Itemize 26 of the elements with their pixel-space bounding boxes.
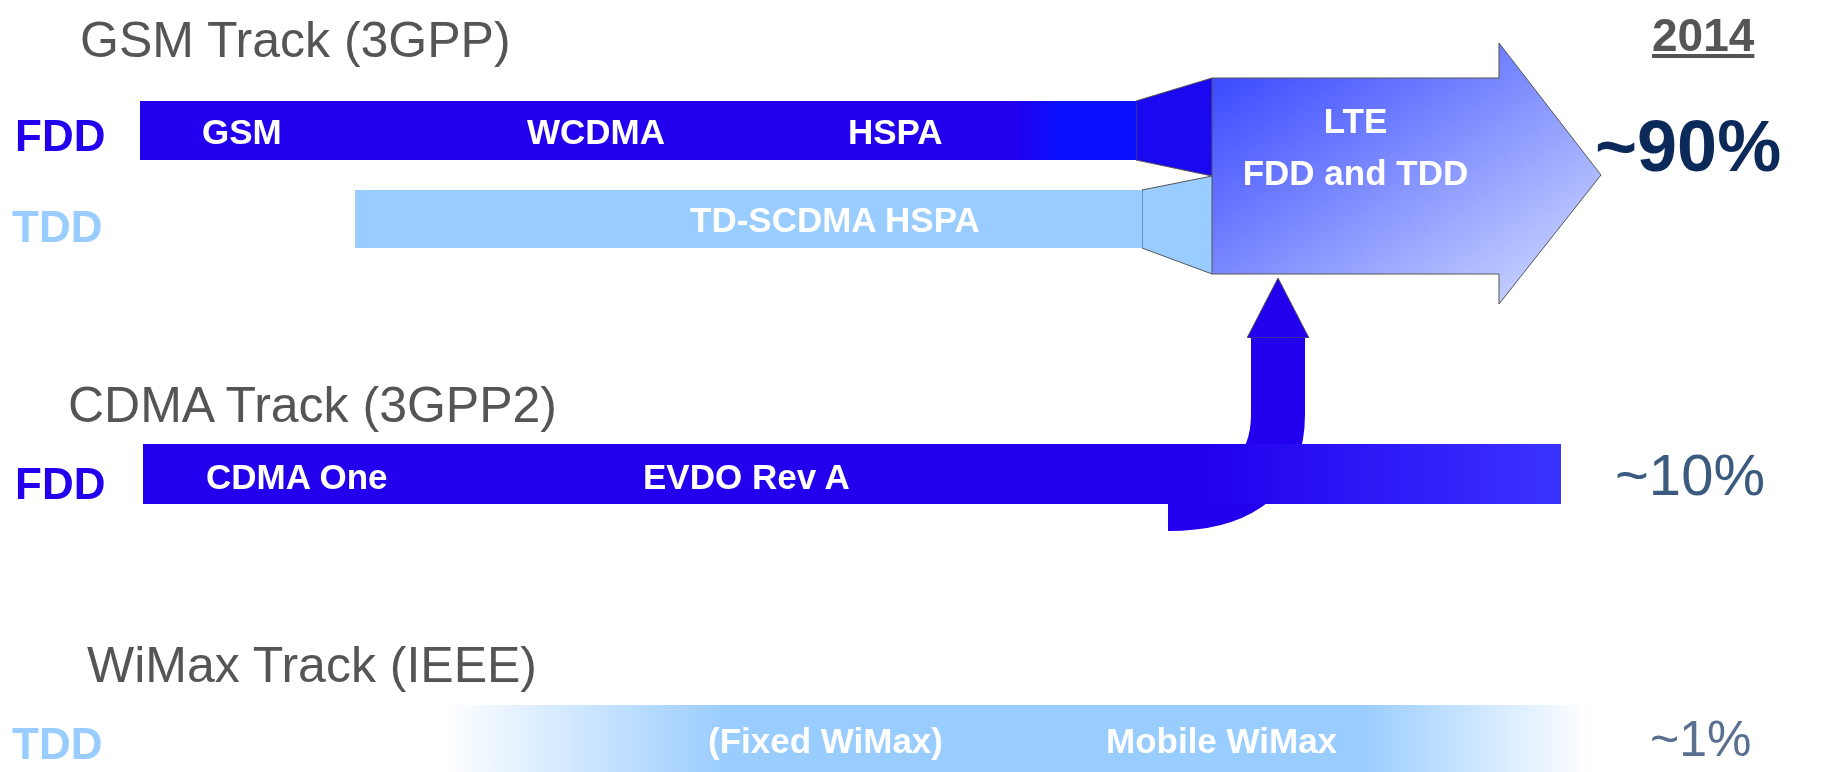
arrow-label: FDD and TDD [1241, 155, 1470, 190]
duplex-label: TDD [12, 722, 103, 766]
band-label: TD-SCDMA HSPA [690, 202, 980, 237]
track-band [140, 101, 1136, 160]
share-label: ~1% [1650, 714, 1752, 764]
share-label: ~90% [1595, 110, 1782, 182]
year-label: 2014 [1652, 12, 1755, 58]
share-label: ~10% [1615, 446, 1765, 504]
merge-funnel [1135, 77, 1213, 177]
track-band [143, 444, 1561, 504]
merge-funnel [1141, 175, 1213, 275]
duplex-label: FDD [15, 462, 106, 506]
band-label: (Fixed WiMax) [708, 723, 943, 758]
band-label: GSM [202, 114, 282, 149]
band-label: WCDMA [527, 114, 666, 149]
band-label: HSPA [848, 114, 943, 149]
track-title: GSM Track (3GPP) [80, 15, 511, 65]
band-label: CDMA One [206, 459, 388, 494]
up-arrow [1167, 277, 1310, 531]
arrow-label: LTE [1322, 103, 1389, 138]
duplex-label: TDD [12, 205, 103, 249]
band-label: Mobile WiMax [1106, 723, 1338, 758]
track-title: WiMax Track (IEEE) [87, 640, 538, 690]
band-label: EVDO Rev A [643, 459, 850, 494]
duplex-label: FDD [15, 114, 106, 158]
track-title: CDMA Track (3GPP2) [68, 380, 557, 430]
